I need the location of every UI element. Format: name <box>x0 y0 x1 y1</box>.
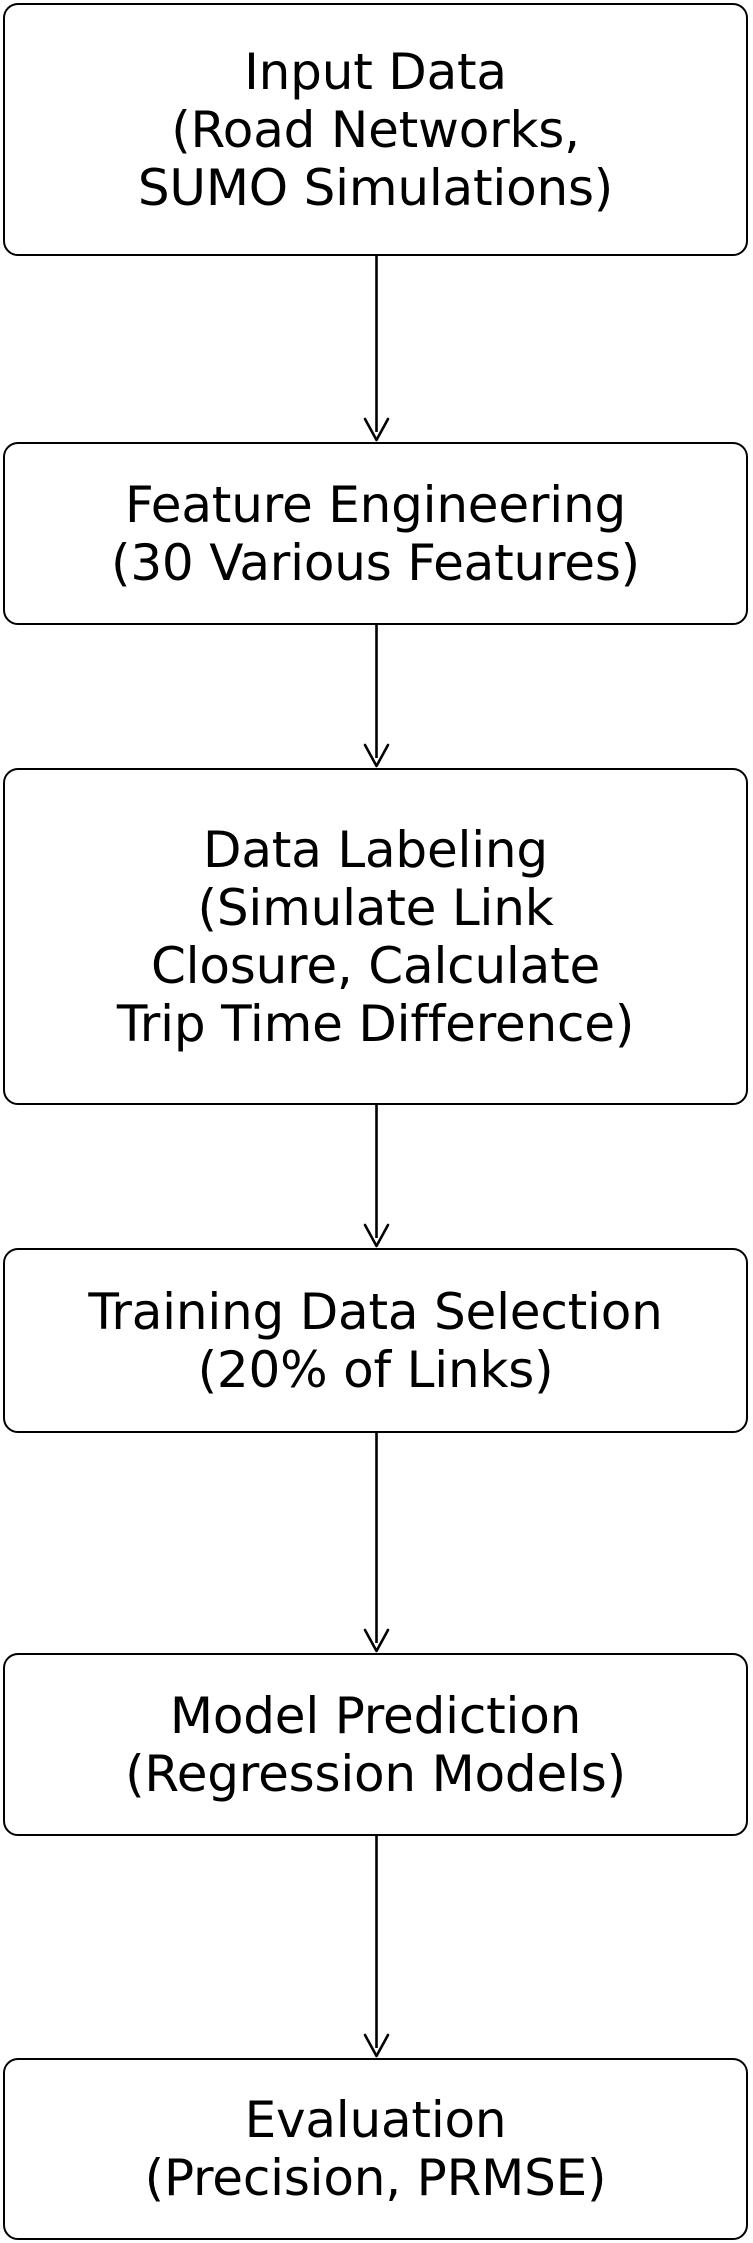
node-text-line: Model Prediction <box>169 1686 582 1745</box>
node-text-line: Evaluation <box>244 2091 507 2149</box>
node-text-line: (30 Various Features) <box>111 533 640 592</box>
node-text-line: (Road Networks, <box>171 100 580 159</box>
flowchart-node-training-data-selection[interactable]: Training Data Selection (20% of Links) <box>3 1248 748 1433</box>
flowchart-node-model-prediction[interactable]: Model Prediction (Regression Models) <box>3 1653 748 1836</box>
flowchart-arrow-training-data-selection-to-model-prediction <box>0 1433 753 1653</box>
flowchart-node-input-data[interactable]: Input Data (Road Networks, SUMO Simulati… <box>3 3 748 256</box>
node-text-line: (Precision, PRMSE) <box>144 2149 607 2207</box>
node-text-line: SUMO Simulations) <box>137 158 614 217</box>
node-text-line: Input Data <box>244 42 507 101</box>
node-text-line: Training Data Selection <box>88 1282 663 1341</box>
node-text-line: Closure, Calculate <box>150 936 601 995</box>
flowchart-arrow-input-data-to-feature-engineering <box>0 256 753 442</box>
flowchart-node-feature-engineering[interactable]: Feature Engineering (30 Various Features… <box>3 442 748 625</box>
flowchart-arrow-model-prediction-to-evaluation <box>0 1836 753 2058</box>
flowchart-node-data-labeling[interactable]: Data Labeling (Simulate Link Closure, Ca… <box>3 768 748 1105</box>
node-text-line: (20% of Links) <box>197 1340 554 1399</box>
node-text-line: Feature Engineering <box>124 475 627 534</box>
flowchart-arrow-data-labeling-to-training-data-selection <box>0 1105 753 1248</box>
node-text-line: Data Labeling <box>203 820 548 879</box>
flowchart-arrow-feature-engineering-to-data-labeling <box>0 625 753 768</box>
node-text-line: Trip Time Difference) <box>116 994 635 1053</box>
node-text-line: (Simulate Link <box>197 878 554 937</box>
flowchart-node-evaluation[interactable]: Evaluation (Precision, PRMSE) <box>3 2058 748 2240</box>
node-text-line: (Regression Models) <box>125 1744 626 1803</box>
